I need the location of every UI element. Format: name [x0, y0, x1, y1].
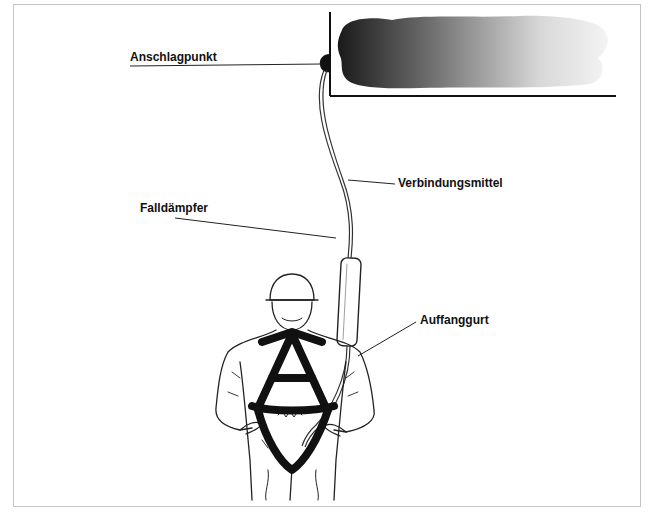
part-label: Verbindungsmittel — [398, 176, 503, 190]
part-label: Anschlagpunkt — [130, 50, 217, 64]
fall-absorber — [337, 258, 362, 347]
harness-straps — [252, 332, 334, 470]
ceiling-structure — [330, 12, 616, 96]
part-label: Falldämpfer — [140, 201, 208, 215]
leader-lines — [130, 64, 416, 356]
worker-figure — [216, 274, 374, 500]
anchor-point — [320, 54, 330, 72]
part-label: Auffanggurt — [420, 313, 489, 327]
frame-border — [14, 5, 641, 507]
